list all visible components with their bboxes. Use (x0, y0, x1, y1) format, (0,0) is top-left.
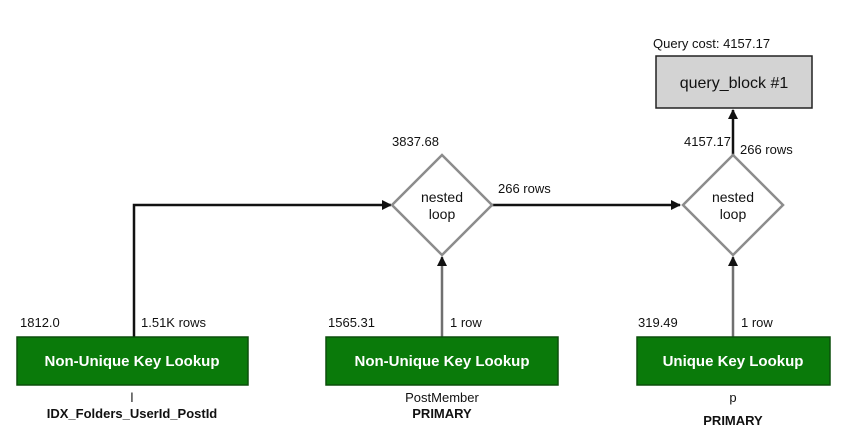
lookup-1-key: IDX_Folders_UserId_PostId (47, 406, 218, 421)
lookup-2-rows: 1 row (450, 315, 482, 330)
nested-loop-2-node[interactable] (681, 153, 785, 257)
nested-loop-1-node[interactable] (390, 153, 494, 257)
nested-loop-1-label-line2: loop (429, 206, 456, 222)
lookup-3-label: Unique Key Lookup (663, 353, 804, 370)
lookup-1-cost: 1812.0 (20, 315, 60, 330)
lookup-1-table: l (131, 390, 134, 405)
lookup-2-table: PostMember (405, 390, 479, 405)
nested-loop-2-label-line1: nested (712, 189, 754, 205)
lookup-2-node[interactable] (325, 336, 559, 386)
nested-loop-2-label-line2: loop (720, 206, 747, 222)
lookup-2-cost: 1565.31 (328, 315, 375, 330)
nested-loop-1-cost: 3837.68 (392, 134, 439, 149)
lookup-2-key: PRIMARY (412, 406, 472, 421)
query-cost-label: Query cost: 4157.17 (653, 36, 770, 51)
nested-loop-2-rows-out: 266 rows (740, 142, 793, 157)
lookup-3-key: PRIMARY (703, 413, 763, 428)
lookup-2-label: Non-Unique Key Lookup (355, 353, 530, 370)
query-block-node[interactable] (655, 55, 813, 109)
nested-loop-2-cost: 4157.17 (684, 134, 731, 149)
nested-loop-1-rows-out: 266 rows (498, 181, 551, 196)
lookup-1-node[interactable] (16, 336, 249, 386)
lookup-3-table: p (729, 390, 736, 405)
query-block-label: query_block #1 (680, 75, 789, 92)
lookup-3-rows: 1 row (741, 315, 773, 330)
lookup-3-node[interactable] (636, 336, 831, 386)
edge-lookup1-to-nested-loop1 (132, 200, 392, 337)
lookup-1-rows: 1.51K rows (141, 315, 207, 330)
lookup-1-label: Non-Unique Key Lookup (45, 353, 220, 370)
lookup-3-cost: 319.49 (638, 315, 678, 330)
nested-loop-1-label-line1: nested (421, 189, 463, 205)
